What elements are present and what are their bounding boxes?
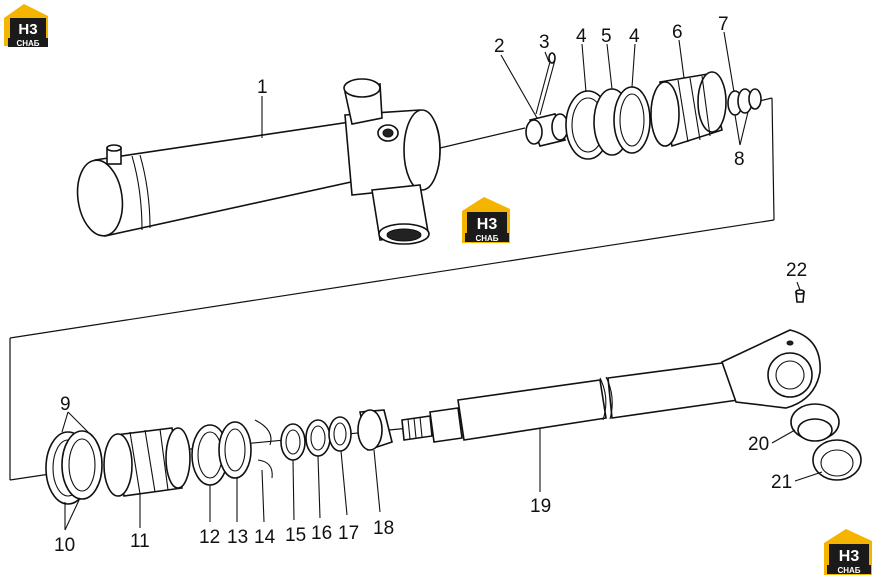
cylinder-barrel <box>76 78 441 245</box>
callout-17: 17 <box>338 523 359 544</box>
logo-word-text: CHAБ <box>475 234 498 243</box>
logo-center: H3 CHAБ <box>462 197 510 243</box>
logo-mark-text: H3 <box>477 216 498 233</box>
callout-9: 9 <box>60 394 71 415</box>
snap-rings-parts-12-14 <box>191 419 273 486</box>
nut-part-2 <box>525 113 569 147</box>
logo-mark-text: H3 <box>18 21 37 38</box>
callout-16: 16 <box>311 523 332 544</box>
callout-2: 2 <box>494 36 505 57</box>
piston-rod-part-19 <box>401 329 821 443</box>
callout-3: 3 <box>539 32 550 53</box>
callout-20: 20 <box>748 434 769 455</box>
gland-part-11 <box>103 427 191 497</box>
logo-word-text: CHAБ <box>837 566 860 575</box>
logo-bottom-right: H3 CHAБ <box>824 529 872 575</box>
callout-22: 22 <box>786 260 807 281</box>
wiper-rings-parts-9-10 <box>45 430 103 505</box>
callout-18: 18 <box>373 518 394 539</box>
logo-word-text: CHAБ <box>16 39 39 48</box>
callout-14: 14 <box>254 527 276 548</box>
callout-21: 21 <box>771 472 792 493</box>
callout-4b: 4 <box>629 26 640 47</box>
logo-mark-text: H3 <box>839 548 860 565</box>
eye-bushings-parts-20-21 <box>790 403 862 481</box>
seals-parts-7-8 <box>727 88 762 116</box>
callout-5: 5 <box>601 26 612 47</box>
rings-parts-4-5 <box>565 86 651 160</box>
callout-10: 10 <box>54 535 75 556</box>
bushings-parts-15-18 <box>280 409 393 461</box>
callout-1: 1 <box>257 77 268 98</box>
callout-6: 6 <box>672 22 683 43</box>
callout-15: 15 <box>285 525 306 546</box>
callout-13: 13 <box>227 527 248 548</box>
callout-4a: 4 <box>576 26 587 47</box>
callout-8: 8 <box>734 149 745 170</box>
callout-7: 7 <box>718 14 729 35</box>
leader-lines <box>61 31 823 531</box>
callout-11: 11 <box>130 531 150 552</box>
logo-top-left: H3 CHAБ <box>4 4 48 48</box>
callout-19: 19 <box>530 496 551 517</box>
grease-fitting-part-22 <box>795 289 805 303</box>
callout-12: 12 <box>199 527 220 548</box>
cotter-pin-part-3 <box>535 52 556 116</box>
callout-labels: 1 2 3 4 5 4 6 7 8 9 10 11 12 13 14 15 16… <box>54 14 807 556</box>
piston-part-6 <box>650 71 727 148</box>
